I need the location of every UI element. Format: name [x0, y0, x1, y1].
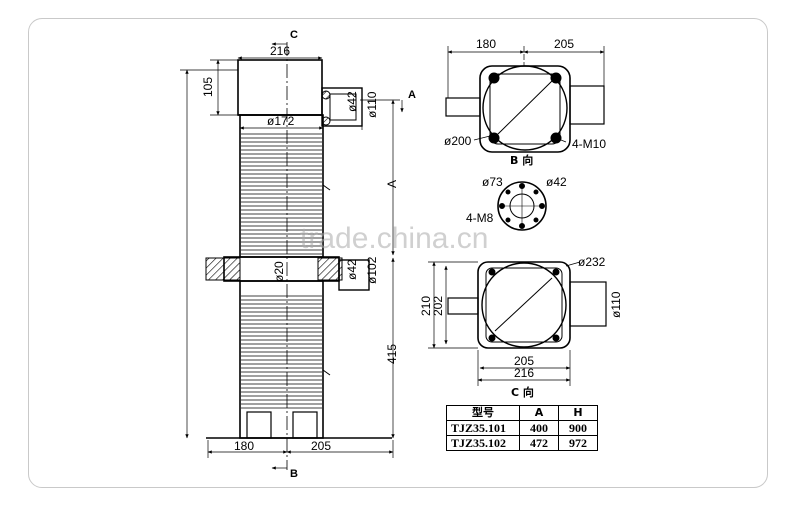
- detail-dia-73: ø73: [482, 175, 503, 189]
- table-header-row: 型号 A H: [446, 405, 598, 421]
- view-b-dim-180: 180: [476, 37, 496, 51]
- watermark: trade.china.cn: [300, 222, 489, 255]
- view-b-dim-205: 205: [554, 37, 574, 51]
- dim-base-205: 205: [311, 439, 331, 453]
- view-b-bolts: 4-M10: [572, 137, 606, 151]
- detail-dia-42: ø42: [546, 175, 567, 189]
- table-header-h: H: [558, 405, 598, 421]
- table-cell-a: 472: [519, 435, 559, 451]
- view-c-labels: ø232 210 202 ø110 205 216 C 向: [419, 255, 623, 399]
- front-view: [205, 42, 392, 470]
- table-cell-h: 972: [558, 435, 598, 451]
- table-row: TJZ35.101 400 900: [446, 420, 598, 436]
- dim-105: 105: [201, 77, 215, 97]
- corrugation-ribs: [241, 133, 322, 409]
- front-dimensions: [180, 42, 404, 470]
- dim-dia-42-mid: ø42: [345, 259, 359, 280]
- view-b-caption: B 向: [510, 153, 533, 167]
- dim-dia-20: ø20: [272, 261, 286, 282]
- table-row: TJZ35.102 472 972: [446, 435, 598, 451]
- dim-dia-110: ø110: [365, 91, 379, 118]
- spec-table: 型号 A H TJZ35.101 400 900 TJZ35.102 472 9…: [446, 405, 598, 451]
- view-c-caption: C 向: [511, 385, 534, 399]
- table-header-model: 型号: [446, 405, 520, 421]
- view-c-dia-232: ø232: [578, 255, 606, 269]
- dim-216: 216: [270, 44, 290, 58]
- section-c-label: C: [290, 29, 298, 41]
- view-b-labels: 180 205 ø200 4-M10 B 向: [444, 37, 606, 167]
- view-c-dim-216: 216: [514, 366, 534, 380]
- front-labels: C 216 105 ø172 ø42 ø110 A A ø20 ø42 ø102…: [201, 29, 416, 480]
- dim-dia-42-top: ø42: [345, 91, 359, 112]
- table-cell-h: 900: [558, 420, 598, 436]
- dim-415: 415: [385, 344, 399, 364]
- detail-view: [497, 181, 547, 231]
- dim-a: A: [385, 180, 399, 188]
- detail-labels: ø73 ø42 4-M8: [466, 175, 567, 225]
- view-c-dia-110: ø110: [609, 291, 623, 318]
- dim-dia-102: ø102: [365, 256, 379, 284]
- drawing-frame: [28, 18, 768, 488]
- view-b-dia-200: ø200: [444, 134, 472, 148]
- table-header-a: A: [519, 405, 559, 421]
- view-c: [428, 261, 607, 386]
- view-b: [445, 46, 605, 153]
- table-cell-model: TJZ35.101: [446, 420, 520, 436]
- table-cell-model: TJZ35.102: [446, 435, 520, 451]
- table-cell-a: 400: [519, 420, 559, 436]
- section-b-label: B: [290, 468, 298, 480]
- view-c-dim-202: 202: [431, 296, 445, 316]
- dim-dia-172: ø172: [267, 114, 295, 128]
- detail-bolts: 4-M8: [466, 211, 494, 225]
- dim-base-180: 180: [234, 439, 254, 453]
- view-c-dim-205: 205: [514, 354, 534, 368]
- arrow-a-label: A: [408, 89, 416, 101]
- view-c-dim-210: 210: [419, 296, 433, 316]
